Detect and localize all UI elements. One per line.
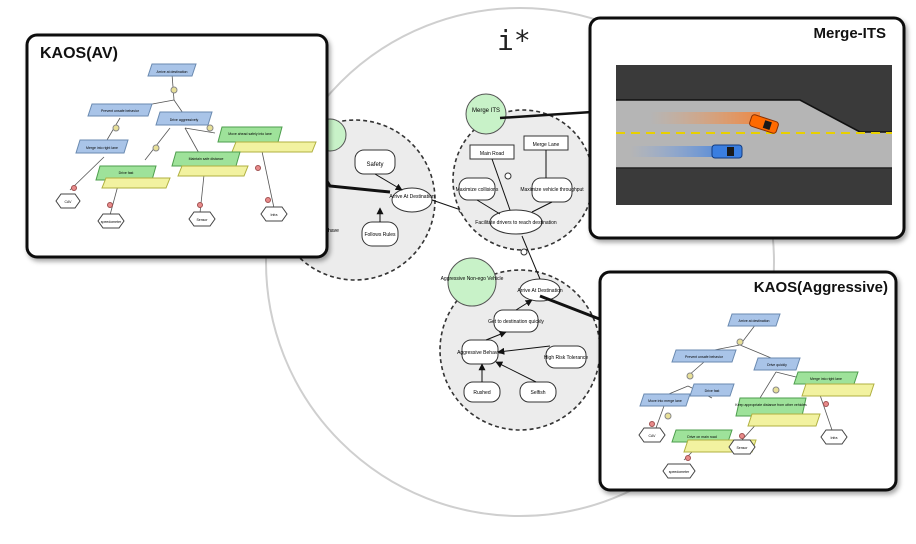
av-exp-3 [101, 177, 171, 189]
rushed-label: Rushed [473, 390, 490, 396]
av-exp-1 [231, 141, 317, 153]
av-rules-label: Follows Rules [364, 232, 396, 238]
aggr-goal-2 [671, 349, 737, 363]
aggr-softgoal-risk [545, 345, 587, 369]
kaos-av-panel: KAOS(AV) Arrive at destination Prevent u… [25, 33, 329, 259]
av-agent-4 [260, 206, 288, 222]
av-goal-2-label: Prevent unsafe behavior [101, 109, 140, 113]
av-goal-1-label: Arrive at destination [157, 70, 188, 74]
av-arrive-label: Arrive At Destination [389, 194, 435, 200]
aggr-agent-2 [728, 439, 756, 455]
main-road-label: Main Road [480, 151, 504, 157]
facilitate-label: Facilitate drivers to reach destination [475, 220, 557, 226]
maximize-throughput-label: Maximize vehicle throughput [520, 187, 584, 193]
av-req-1-label: Move ahead safely into lane [228, 132, 272, 136]
aggr-req-2 [735, 397, 807, 417]
av-agent-4-label: Infra [270, 213, 277, 217]
kaos-aggressive-title: KAOS(Aggressive) [754, 279, 888, 296]
aggr-agent-3 [662, 463, 696, 479]
merge-its-actor-boundary: Merge ITS Main Road Merge Lane Maximize … [452, 93, 594, 251]
aggr-goal-1-label: Arrive at destination [739, 319, 770, 323]
merge-goal-facilitate [489, 209, 543, 235]
high-risk-label: High Risk Tolerance [544, 355, 589, 361]
av-goal-3 [155, 111, 213, 126]
av-goal-1 [147, 63, 197, 77]
av-req-3-label: Drive fast [119, 171, 134, 175]
aggr-arrive-label: Arrive At Destination [517, 288, 563, 294]
aggr-agent-2-label: Sensor [736, 446, 748, 450]
av-goal-4 [75, 139, 129, 154]
merge-its-actor-label: Merge ITS [472, 108, 500, 114]
kaos-aggressive-panel: KAOS(Aggressive) Arrive at destination P… [598, 270, 898, 492]
aggr-goal-4-label: Drive fast [705, 389, 720, 393]
get-dest-label: Get to destination quickly [488, 319, 544, 325]
aggr-softgoal-selfish [519, 381, 557, 403]
aggressive-actor-boundary: Aggressive Non-ego Vehicle Arrive At Des… [439, 235, 601, 431]
aggr-goal-3-label: Drive quickly [767, 363, 787, 367]
merge-its-title: Merge-ITS [813, 25, 886, 42]
av-req-2-label: Maintain safe distance [189, 157, 224, 161]
av-agent-2 [97, 213, 125, 229]
aggr-req-3-label: Drive on main road [687, 435, 717, 439]
aggr-exp-1 [801, 383, 875, 397]
aggr-agent-4-label: Infra [830, 436, 837, 440]
av-agent-2-label: speedometer [101, 220, 122, 224]
selfish-label: Selfish [530, 390, 545, 396]
aggressive-actor-label: Aggressive Non-ego Vehicle [441, 276, 504, 282]
av-behave-label: Behave [322, 228, 339, 234]
av-agent-1-label: CAV [65, 200, 73, 204]
blue-car-trail [630, 146, 720, 157]
aggr-goal-3 [753, 357, 801, 371]
aggressive-actor [447, 257, 497, 307]
av-agent-1 [55, 193, 81, 209]
av-agent-3 [188, 211, 216, 227]
aggr-goal-2-label: Prevent unsafe behavior [685, 355, 724, 359]
aggr-agent-1-label: CAV [649, 434, 657, 438]
av-goal-4-label: Merge into right lane [86, 146, 118, 150]
aggr-goal-4 [689, 383, 735, 397]
maximize-collisions-label: Maximize collisions [456, 187, 499, 193]
av-goal-arrive [391, 187, 433, 213]
merge-lane-label: Merge Lane [533, 142, 560, 148]
aggr-exp-2 [747, 413, 821, 427]
aggr-goal-5 [639, 393, 691, 407]
istar-outer-circle [265, 7, 775, 517]
merge-its-panel: Merge-ITS [588, 16, 906, 240]
aggr-agent-3-label: speedometer [669, 470, 690, 474]
av-goal-3-label: Drive aggressively [170, 118, 199, 122]
aggr-req-1-label: Merge into right lane [810, 377, 842, 381]
aggr-agent-4 [820, 429, 848, 445]
aggr-behavior-label: Aggressive Behavior [457, 350, 503, 356]
aggr-agent-1 [638, 427, 666, 443]
av-agent-3-label: Sensor [196, 218, 208, 222]
istar-title: i* [497, 24, 531, 57]
av-safety-label: Safety [366, 162, 383, 168]
av-goal-2 [87, 103, 153, 117]
av-exp-2 [177, 165, 249, 177]
merge-road-scene [616, 65, 892, 205]
orange-car-trail [650, 112, 760, 124]
merge-its-actor [465, 93, 507, 135]
kaos-av-title: KAOS(AV) [40, 45, 118, 62]
aggr-req-2-label: Keep appropriate distance from other veh… [735, 403, 807, 407]
orange-car [749, 114, 779, 134]
aggr-goal-1 [727, 313, 781, 327]
aggr-goal-5-label: Move into merge lane [648, 399, 682, 403]
